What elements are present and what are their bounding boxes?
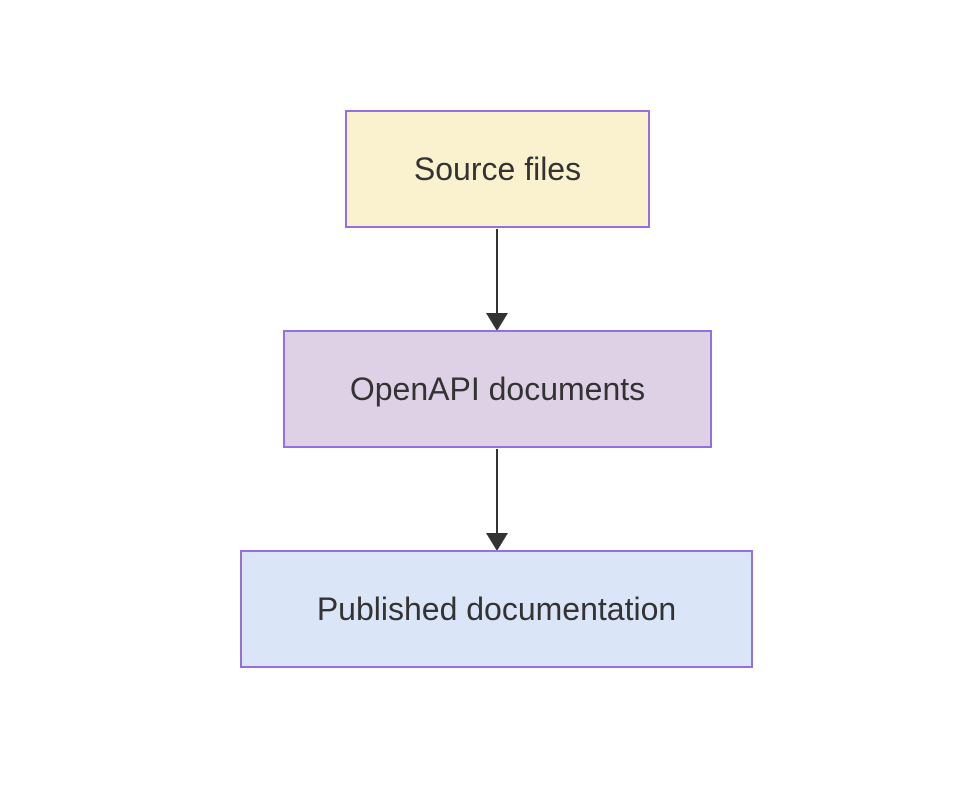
- node-published-documentation: Published documentation: [240, 550, 753, 668]
- arrow-down-icon: [486, 313, 508, 331]
- node-label: OpenAPI documents: [349, 370, 646, 407]
- node-openapi-documents: OpenAPI documents: [283, 330, 712, 448]
- node-source-files: Source files: [345, 110, 650, 228]
- node-label: Source files: [413, 150, 582, 187]
- node-label: Published documentation: [316, 590, 677, 627]
- edge-openapi-to-published: [486, 449, 508, 551]
- edge-source-to-openapi: [486, 229, 508, 331]
- arrow-down-icon: [486, 533, 508, 551]
